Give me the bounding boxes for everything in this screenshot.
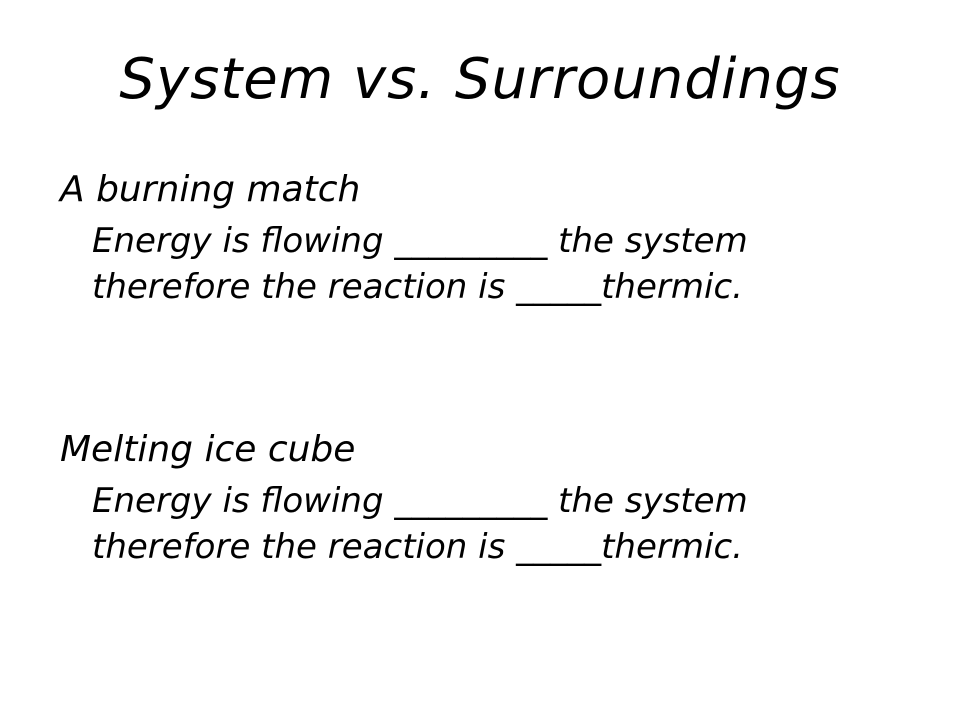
section-heading: A burning match (60, 169, 361, 210)
slide-title: System vs. Surroundings (119, 47, 841, 112)
section-body-text: Energy is flowing _________ the system t… (92, 481, 748, 567)
section-melting-ice-cube: Melting ice cube Energy is flowing _____… (60, 428, 900, 570)
section-body-text: Energy is flowing _________ the system t… (92, 221, 748, 307)
section-heading: Melting ice cube (60, 429, 356, 470)
section-burning-match: A burning match Energy is flowing ______… (60, 168, 900, 310)
